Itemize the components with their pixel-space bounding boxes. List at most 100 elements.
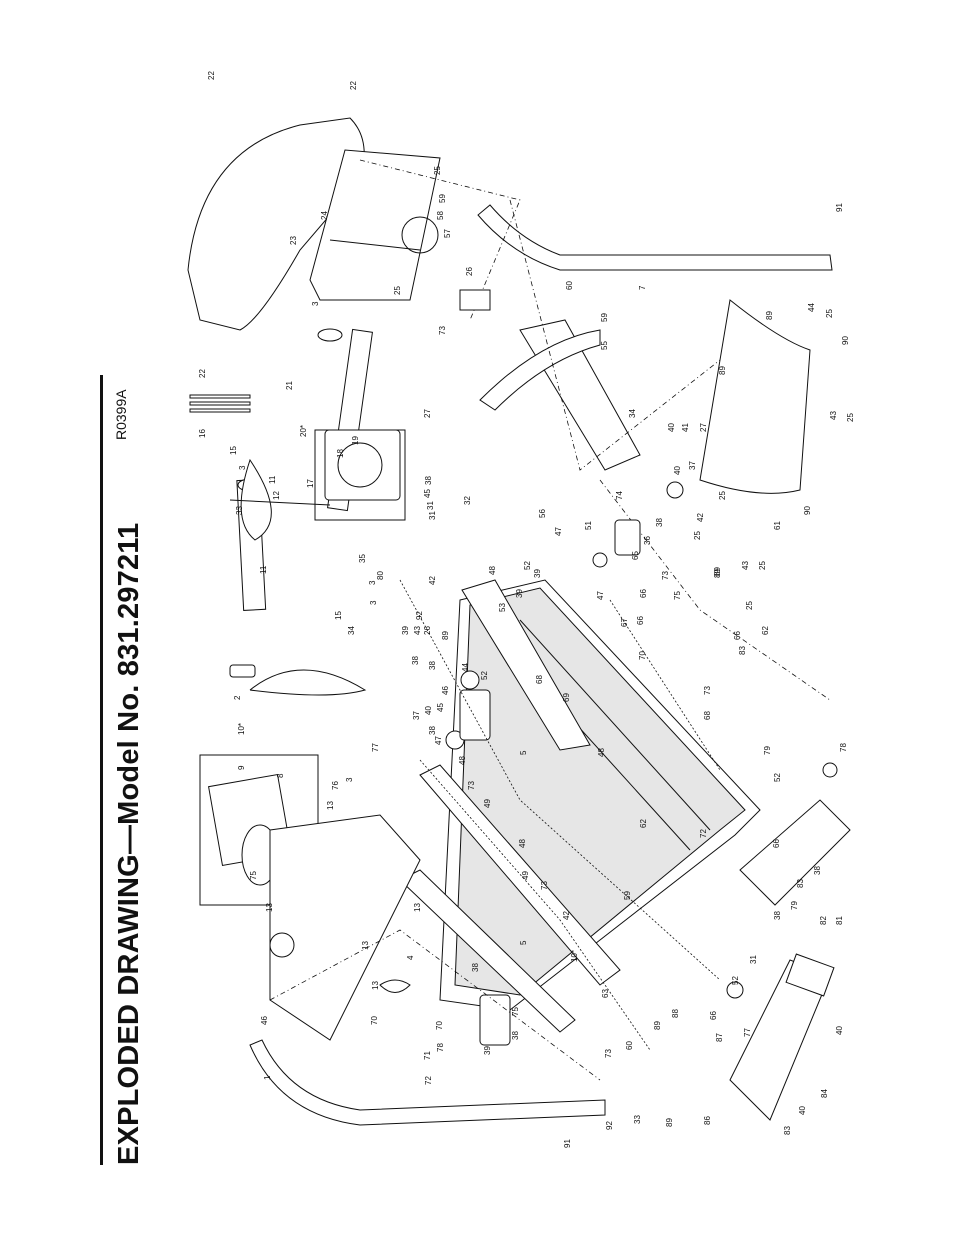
- part-label: 92: [605, 1121, 614, 1130]
- part-label: 58: [436, 211, 445, 220]
- part-label: 62: [761, 626, 770, 635]
- part-label: 77: [371, 743, 380, 752]
- part-label: 73: [703, 686, 712, 695]
- part-label: 52: [480, 671, 489, 680]
- part-label: 48: [597, 748, 606, 757]
- part-label: 34: [628, 409, 637, 418]
- part-label: 42: [562, 911, 571, 920]
- part-label: 11: [259, 565, 268, 574]
- part-label: 74: [615, 491, 624, 500]
- part-label: 60: [625, 1041, 634, 1050]
- part-label: 81: [835, 916, 844, 925]
- part-label: 22: [207, 71, 216, 80]
- part-label: 48: [518, 839, 527, 848]
- part-label: 39: [515, 589, 524, 598]
- part-label: 84: [820, 1089, 829, 1098]
- part-label: 25: [758, 561, 767, 570]
- part-label: 62: [639, 819, 648, 828]
- part-label: 42: [428, 576, 437, 585]
- part-label: 47: [596, 591, 605, 600]
- part-label: 45: [423, 489, 432, 498]
- handrail-right: [477, 204, 833, 271]
- part-labels: 22 22 22 23 24 25 25 59 58 57 26 73 3 21…: [198, 71, 855, 1148]
- part-label: 10*: [237, 723, 246, 735]
- part-label: 56: [538, 509, 547, 518]
- part-label: 53: [498, 603, 507, 612]
- part-label: 46: [441, 686, 450, 695]
- part-label: 31: [749, 955, 758, 964]
- front-roller: [460, 670, 480, 690]
- part-label: 40: [798, 1106, 807, 1115]
- part-label: 52: [773, 773, 782, 782]
- part-label: 41: [681, 423, 690, 432]
- part-label: 38: [511, 1031, 520, 1040]
- part-label: 47: [434, 736, 443, 745]
- part-label: 78: [839, 743, 848, 752]
- part-label: 40: [673, 466, 682, 475]
- motor-hood: [699, 299, 811, 494]
- part-label: 48: [488, 566, 497, 575]
- console-base: [309, 149, 441, 301]
- part-label: 38: [773, 911, 782, 920]
- part-label: 25: [846, 413, 855, 422]
- part-label: 66: [733, 631, 742, 640]
- part-label: 79: [763, 746, 772, 755]
- part-label: 40: [424, 706, 433, 715]
- part-label: 3: [369, 600, 378, 605]
- part-label: 59: [600, 313, 609, 322]
- part-label: 16: [198, 429, 207, 438]
- part-label: 33: [235, 506, 244, 515]
- part-label: 15: [229, 446, 238, 455]
- part-label: 87: [715, 1033, 724, 1042]
- part-label: 89: [653, 1021, 662, 1030]
- part-label: 61: [773, 521, 782, 530]
- part-label: 73: [604, 1049, 613, 1058]
- part-label: 92: [415, 611, 424, 620]
- part-label: 27: [423, 409, 432, 418]
- part-label: 12: [272, 491, 281, 500]
- part-label: 38: [813, 866, 822, 875]
- part-label: 89: [713, 569, 722, 578]
- part-label: 23: [289, 236, 298, 245]
- part-label: 38: [428, 661, 437, 670]
- motor-callout-box: [314, 429, 406, 521]
- part-label: 91: [563, 1139, 572, 1148]
- part-label: 68: [535, 675, 544, 684]
- part-label: 44: [461, 663, 470, 672]
- console-hood: [187, 117, 365, 331]
- line-art: [187, 117, 851, 1126]
- part-label: 25: [745, 601, 754, 610]
- part-label: 72: [424, 1076, 433, 1085]
- handrail-left: [249, 1039, 606, 1126]
- part-label: 40: [835, 1026, 844, 1035]
- part-label: 34: [347, 626, 356, 635]
- part-label: 52: [731, 976, 740, 985]
- part-label: 25: [433, 166, 442, 175]
- part-label: 83: [783, 1126, 792, 1135]
- part-label: 36: [643, 536, 652, 545]
- frame-crossbar: [479, 329, 601, 411]
- part-label: 59: [623, 891, 632, 900]
- part-label: 21: [285, 381, 294, 390]
- part-label: 37: [412, 711, 421, 720]
- part-label: 13: [413, 903, 422, 912]
- base-frame: [739, 799, 851, 906]
- part-label: 24: [320, 211, 329, 220]
- part-label: 17: [306, 479, 315, 488]
- part-label: 49: [483, 799, 492, 808]
- part-label: 89: [665, 1118, 674, 1127]
- part-label: 73: [467, 781, 476, 790]
- part-label: 3: [368, 580, 377, 585]
- part-label: 68: [703, 711, 712, 720]
- part-label: 5: [519, 940, 528, 945]
- part-label: 43: [741, 561, 750, 570]
- part-label: 37: [688, 461, 697, 470]
- part-label: 73: [661, 571, 670, 580]
- part-label: 9: [237, 765, 246, 770]
- part-label: 66: [639, 589, 648, 598]
- part-label: 73: [540, 881, 549, 890]
- part-label: 7: [638, 285, 647, 290]
- part-label: 90: [803, 506, 812, 515]
- part-label: 26: [465, 267, 474, 276]
